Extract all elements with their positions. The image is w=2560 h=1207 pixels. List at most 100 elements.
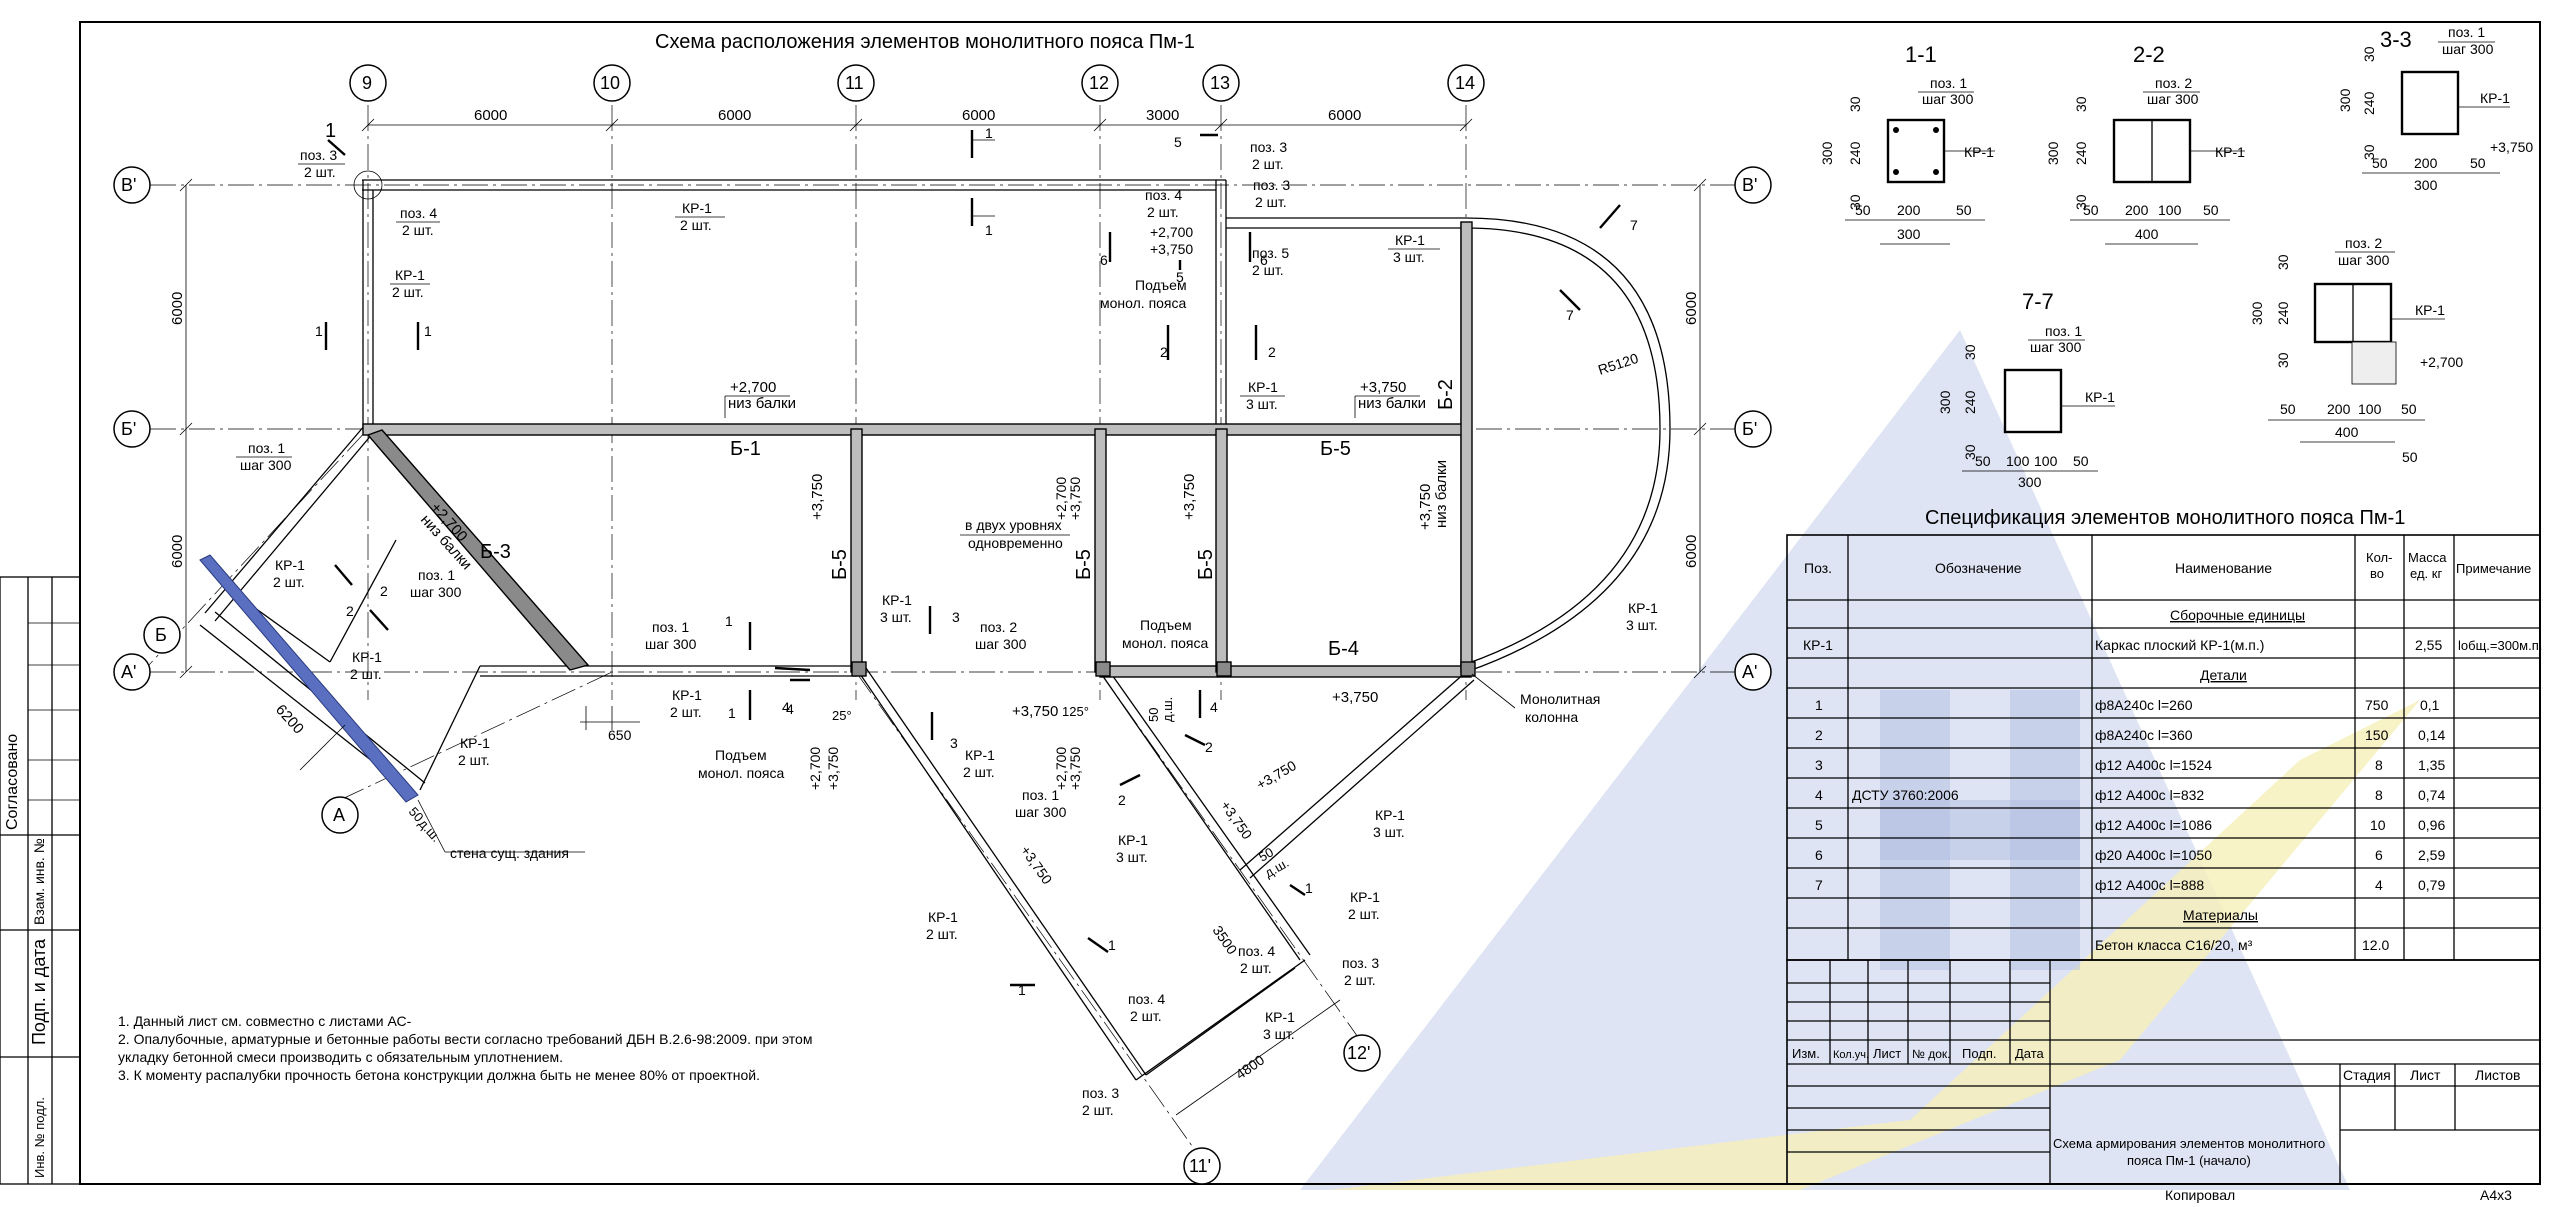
drawing-label: ед. кг [2410,566,2442,581]
drawing-label: +3,750 [1018,843,1056,888]
axis-bubble-B-right: Б' [1734,410,1772,448]
drawing-label: 1,35 [2418,757,2445,773]
drawing-label: Подъем [715,747,767,763]
drawing-label: 2 [1815,727,1823,743]
drawing-label: lобщ.=300м.п. [2458,638,2542,653]
drawing-label: +3,750 [825,747,841,790]
drawing-label: 300 [2045,141,2061,165]
drawing-label: 5 [1815,817,1823,833]
drawing-label: 2 шт. [926,926,958,942]
drawing-label: 12' [1347,1043,1370,1063]
drawing-label: 300 [1819,141,1835,165]
drawing-label: Сборочные единицы [2170,607,2305,623]
drawing-label: шаг 300 [1015,804,1067,820]
axis-bubble-11: 11 [837,64,875,102]
drawing-label: 3-3 [2380,27,2412,52]
column-2 [1460,661,1476,677]
spec-row-3: 3 ф12 А400с l=1524 8 1,35 [1815,757,2445,773]
drawing-label: КР-1 [882,592,912,608]
drawing-label: поз. 3 [1250,139,1287,155]
drawing-label: 50 [2402,449,2418,465]
drawing-label: 6 [2375,847,2383,863]
drawing-label: поз. 1 [1022,787,1059,803]
drawing-label: +2,700 [730,379,776,396]
drawing-label: в двух уровнях [965,517,1062,533]
drawing-label: 0,1 [2420,697,2440,713]
drawing-label: 2 шт. [458,752,490,768]
drawing-label: 1 [725,613,733,629]
beam-b4 [1099,665,1472,678]
drawing-label: А' [121,662,136,682]
drawing-label: 2 шт. [1252,156,1284,172]
drawing-label: ф12 А400с l=832 [2095,787,2204,803]
drawing-label: 240 [1962,390,1978,414]
drawing-label: 300 [2018,474,2042,490]
drawing-label: КР-1 [672,687,702,703]
column-4 [1216,661,1232,677]
drawing-label: Кол.уч. [1833,1049,1869,1061]
drawing-label: 30 [2275,352,2291,368]
drawing-label: Бетон класса С16/20, м³ [2095,937,2253,953]
drawing-label: КР-1 [1248,379,1278,395]
drawing-label: 8 [2375,787,2383,803]
callouts: поз. 3 2 шт. поз. 4 2 шт. КР-1 2 шт. КР-… [236,139,1658,1118]
drawing-label: Подъем [1140,617,1192,633]
drawing-label: Лист [2410,1067,2441,1083]
section-cuts: 1 1 1 1 2 2 6 6 5 5 7 7 2 2 1 1 3 3 4 4 … [315,120,1638,998]
drawing-label: 150 [2365,727,2389,743]
drawing-label: 12.0 [2362,937,2389,953]
beams [362,221,1476,678]
note-3: укладку бетонной смеси производить с обя… [118,1049,563,1065]
drawing-label: +3,750 [1150,241,1193,257]
beam-b2 [1460,221,1473,673]
drawing-label: 6 [1100,252,1108,268]
drawing-label: 200 [2414,155,2438,171]
drawing-label: шаг 300 [2030,339,2082,355]
spec-row-1: 1 ф8А240с l=260 750 0,1 [1815,697,2440,713]
drawing-label: ф12 А400с l=1524 [2095,757,2212,773]
drawing-label: Б [155,625,167,645]
drawing-label: 300 [2249,301,2265,325]
drawing-label: ф12 А400с l=1086 [2095,817,2212,833]
drawing-label: поз. 2 [980,619,1017,635]
drawing-label: поз. 1 [248,440,285,456]
drawing-label: А4х3 [2480,1187,2512,1203]
drawing-label: шаг 300 [2442,41,2494,57]
drawing-label: 30 [2275,254,2291,270]
axis-bubble-11p: 11' [1183,1147,1221,1185]
drawing-label: КР-1 [1964,144,1994,160]
axis-bubble-A-left: А' [113,653,151,691]
beam-label-b1: Б-1 [730,438,761,460]
drawing-label: 7 [1815,877,1823,893]
notes: 1. Данный лист см. совместно с листами А… [118,1013,812,1083]
drawing-label: шаг 300 [410,584,462,600]
beam-label-b5b: Б-5 [829,549,851,580]
drawing-label: 5 [1176,269,1184,285]
drawing-label: 50 [1956,202,1972,218]
drawing-label: ДСТУ 3760:2006 [1852,787,1959,803]
drawing-label: 4 [1815,787,1823,803]
drawing-label: 2 шт. [1240,960,1272,976]
drawing-label: 2 шт. [402,222,434,238]
drawing-label: 13 [1210,73,1230,93]
drawing-label: 100 [2034,453,2058,469]
spec-row-2: 2 ф8А240с l=360 150 0,14 [1815,727,2445,743]
drawing-label: +3,750 [1181,474,1198,520]
drawing-label: шаг 300 [2338,252,2390,268]
note-2: 2. Опалубочные, арматурные и бетонные ра… [118,1031,812,1047]
drawing-label: 2 шт. [392,284,424,300]
drawing-label: 3 шт. [1373,824,1405,840]
drawing-label: КР-1 [1350,889,1380,905]
drawing-label: Поз. [1804,560,1832,576]
drawing-label: низ балки [728,395,796,412]
drawing-label: 50 [2203,202,2219,218]
drawing-label: низ балки [1433,460,1450,528]
drawing-label: 0,96 [2418,817,2445,833]
drawing-label: 10 [2370,817,2386,833]
drawing-label: поз. 1 [2045,323,2082,339]
drawing-label: 2 [1118,792,1126,808]
drawing-label: Кол- [2366,550,2392,565]
axis-bubble-13: 13 [1202,64,1240,102]
dim-left-2: 6000 [169,535,186,568]
drawing-label: 2 [346,603,354,619]
